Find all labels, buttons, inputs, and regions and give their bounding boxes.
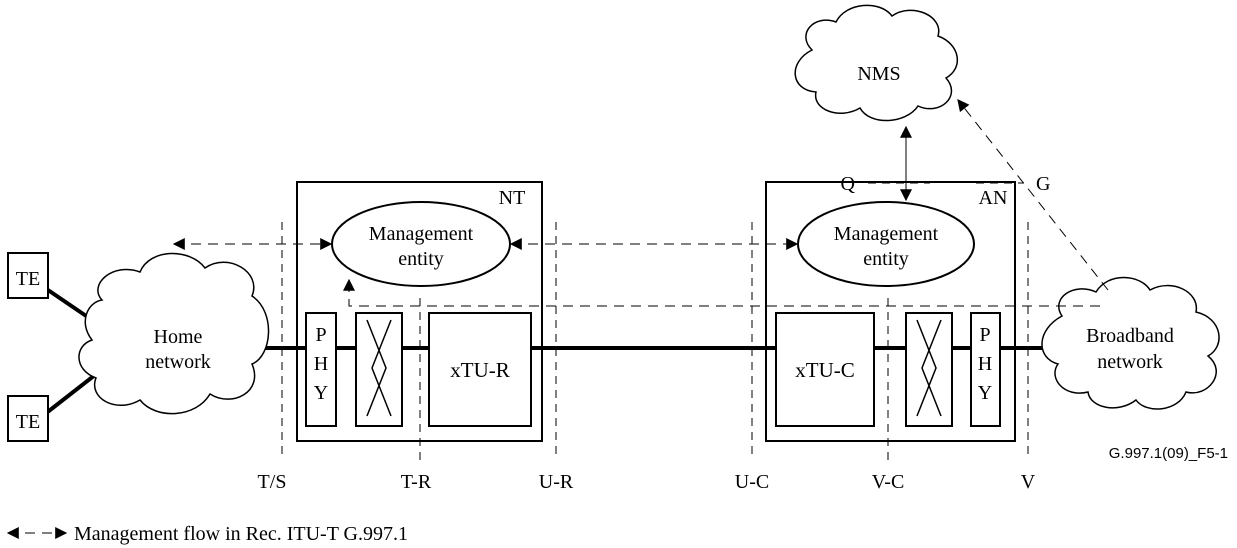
an-label: AN <box>979 187 1008 209</box>
xtu-r-label: xTU-R <box>450 358 510 382</box>
home-network-label-2: network <box>145 351 211 373</box>
phy-block-right <box>970 312 1001 427</box>
phy-left-y: Y <box>314 382 328 404</box>
ref-label-tr: T-R <box>401 471 432 493</box>
home-network-cloud <box>78 252 270 415</box>
legend: Management flow in Rec. ITU-T G.997.1 <box>6 523 408 545</box>
home-network-label-1: Home <box>154 326 203 348</box>
phy-left-p: P <box>315 324 326 346</box>
mgmt-nt-label-1: Management <box>369 223 474 245</box>
ref-label-uc: U-C <box>735 471 769 493</box>
legend-label: Management flow in Rec. ITU-T G.997.1 <box>74 523 408 545</box>
broadband-label-2: network <box>1097 351 1163 373</box>
te-box-top <box>7 252 49 299</box>
mgmt-an-label-2: entity <box>863 248 909 270</box>
xtu-r-block <box>428 312 532 427</box>
q-label: Q <box>841 173 856 195</box>
xtu-c-block <box>775 312 875 427</box>
switch-block-left <box>355 312 403 427</box>
broadband-label-1: Broadband <box>1086 325 1174 347</box>
g-label: G <box>1036 173 1050 195</box>
switch-right-cross <box>916 319 942 417</box>
phy-left-h: H <box>314 353 328 375</box>
ref-label-ur: U-R <box>539 471 574 493</box>
phy-right-y: Y <box>978 382 992 404</box>
phy-right-p: P <box>979 324 990 346</box>
ref-label-v: V <box>1021 471 1036 493</box>
physical-links <box>43 286 1048 416</box>
link-te-bottom-home <box>43 373 97 416</box>
te-label-bottom: TE <box>16 411 40 433</box>
xtu-c-label: xTU-C <box>795 358 855 382</box>
nms-label: NMS <box>857 63 900 85</box>
switch-left-frame <box>355 312 403 427</box>
te-label-top: TE <box>16 268 40 290</box>
switch-left-cross <box>366 319 392 417</box>
phy-block-left <box>305 312 337 427</box>
nms-cloud <box>794 4 959 122</box>
phy-right-h: H <box>978 353 992 375</box>
mgmt-an-label-1: Management <box>834 223 939 245</box>
te-box-bottom <box>7 395 49 442</box>
reference-lines <box>281 222 1029 460</box>
switch-right-frame <box>905 312 953 427</box>
flow-broadband-to-mgmt-nt <box>343 278 1100 307</box>
switch-block-right <box>905 312 953 427</box>
management-flows <box>172 99 1109 307</box>
ref-label-ts: T/S <box>258 471 287 493</box>
ref-label-vc: V-C <box>872 471 905 493</box>
broadband-network-cloud <box>1041 276 1220 410</box>
nt-label: NT <box>499 187 526 209</box>
mgmt-nt-label-2: entity <box>398 248 444 270</box>
flow-broadband-to-nms <box>957 99 1109 291</box>
figure-id: G.997.1(09)_F5-1 <box>1109 445 1228 462</box>
reference-point-labels: T/S T-R U-R U-C V-C V <box>258 471 1036 493</box>
